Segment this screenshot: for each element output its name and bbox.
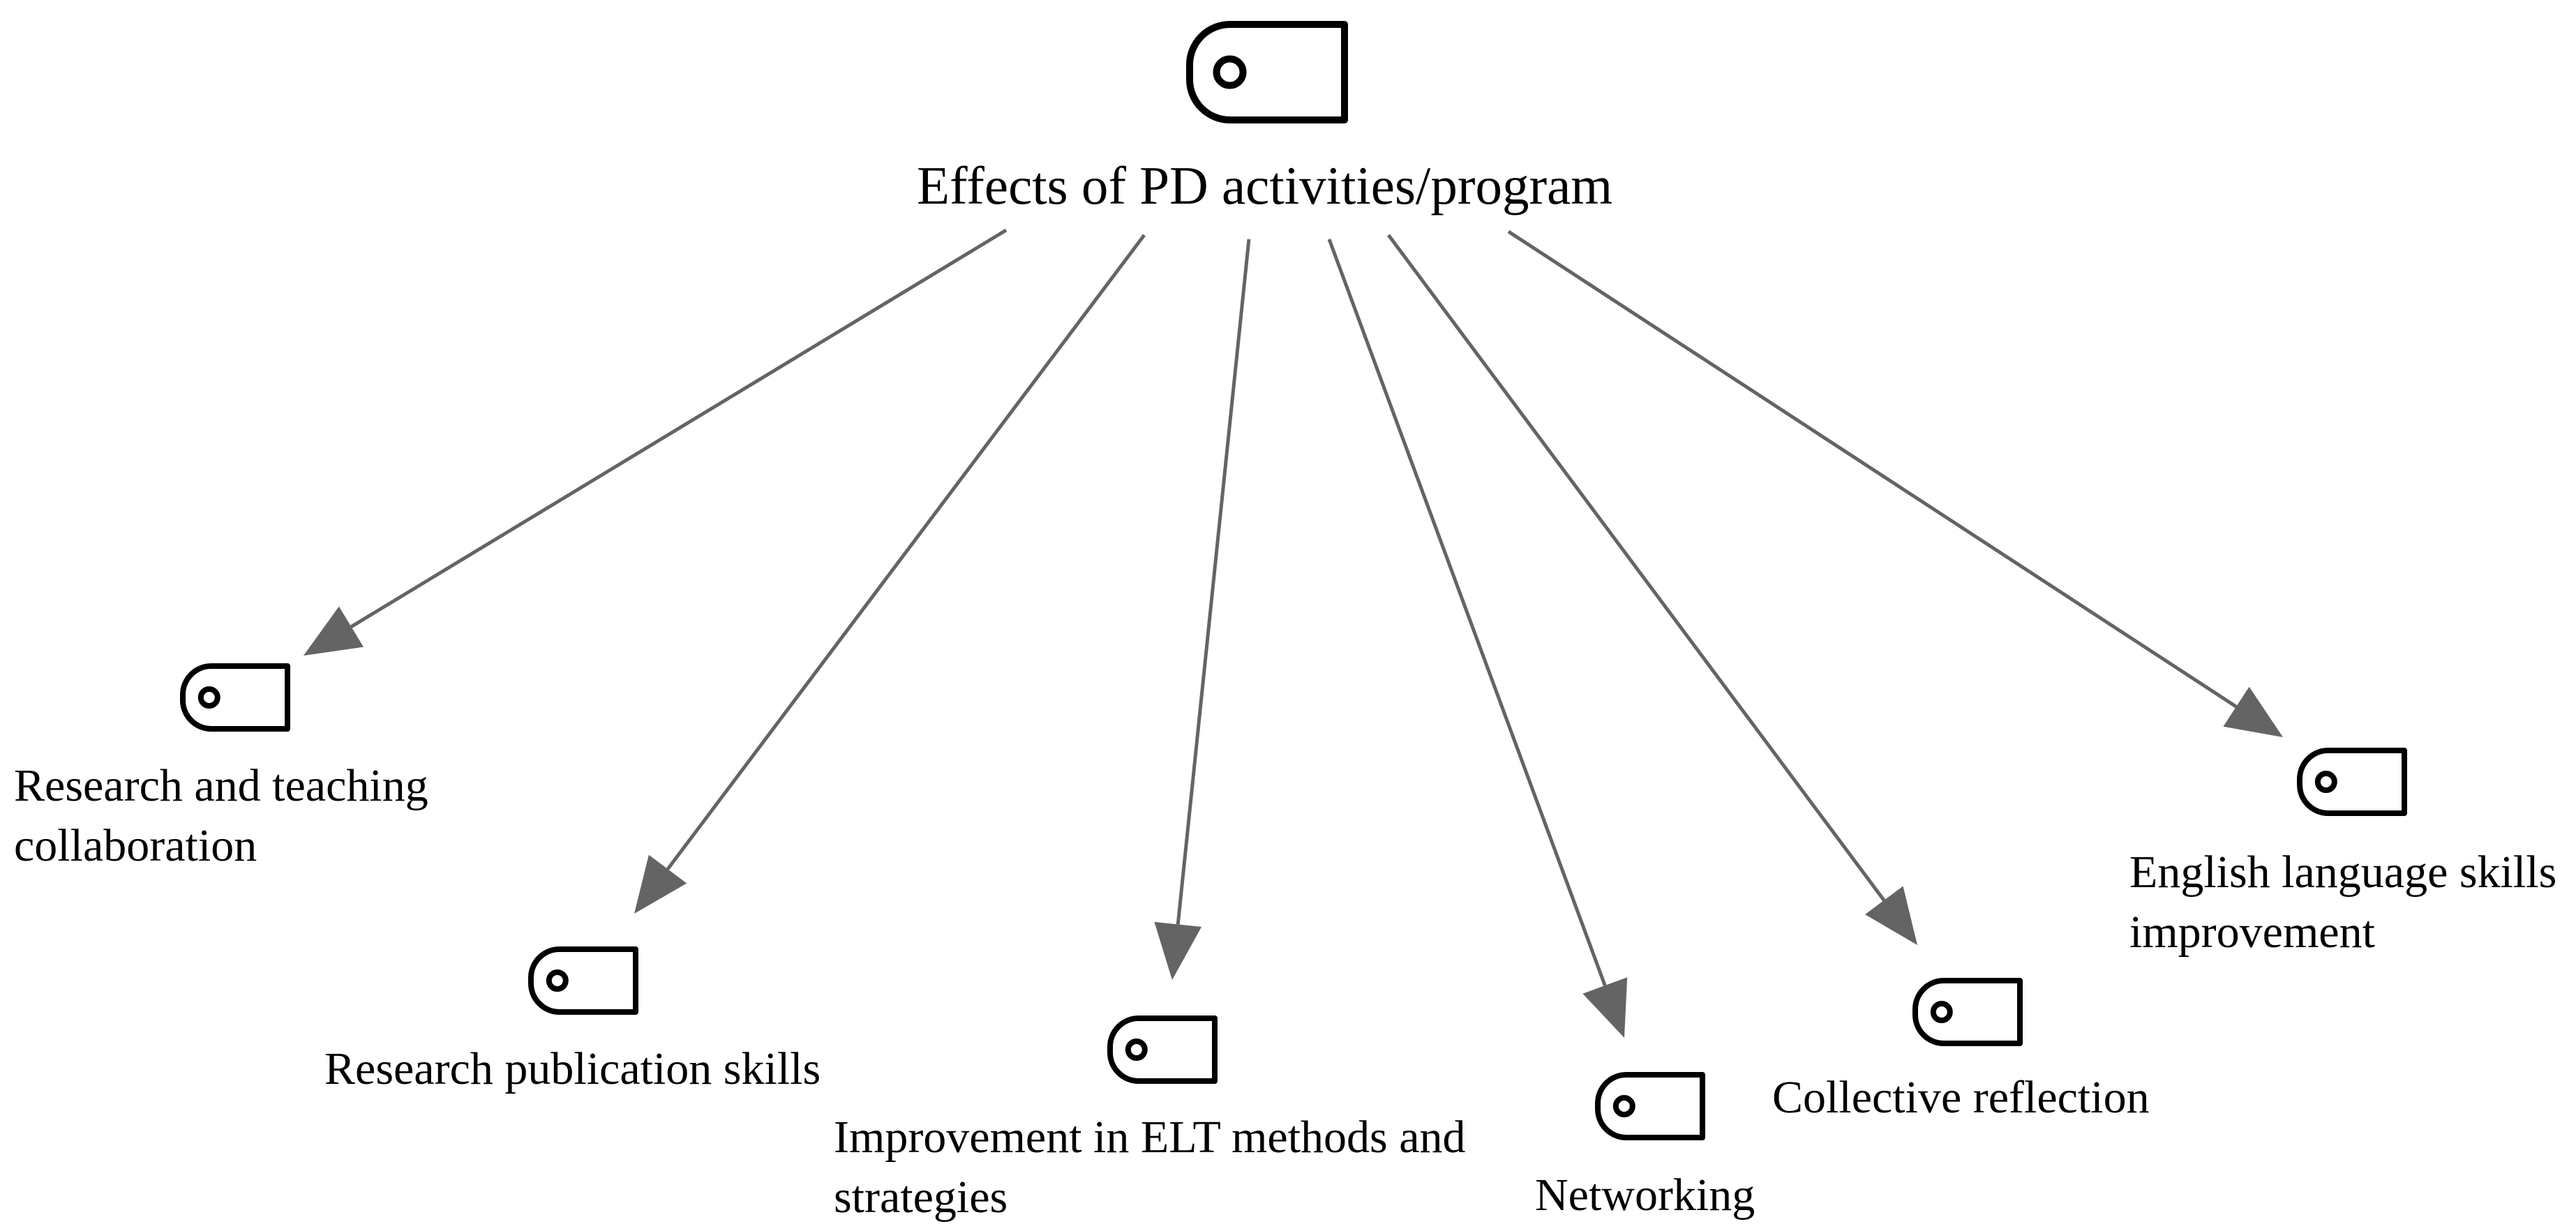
node-label-research-teaching-line-1: Research and teaching xyxy=(14,760,428,811)
code-tag-icon-outline xyxy=(1186,21,1348,123)
edge-to-networking-arrowhead xyxy=(1582,977,1628,1038)
code-tag-icon-dot xyxy=(1213,55,1247,89)
node-label-networking: Networking xyxy=(1535,1170,1755,1221)
edge-to-research-teaching xyxy=(350,228,1008,628)
code-tag-icon-outline xyxy=(2297,748,2407,816)
edge-to-research-teaching-arrowhead xyxy=(304,606,364,656)
code-tag-icon xyxy=(180,663,290,732)
code-tag-icon-outline xyxy=(1107,1015,1218,1084)
node-label-english-skills-line-1: English language skills xyxy=(2129,847,2556,898)
code-tag-icon-dot xyxy=(1930,1001,1953,1023)
code-tag-icon-outline xyxy=(1595,1072,1705,1140)
code-tag-icon xyxy=(1912,978,2023,1046)
node-label-collective-reflection: Collective reflection xyxy=(1772,1072,2150,1123)
code-tag-icon xyxy=(2297,748,2407,816)
node-label-research-publication: Research publication skills xyxy=(324,1043,821,1094)
code-tag-icon-dot xyxy=(197,686,220,709)
code-tag-icon-outline xyxy=(528,946,638,1015)
edge-to-elt-methods-arrowhead xyxy=(1154,921,1202,980)
edge-to-research-publication xyxy=(666,234,1146,870)
code-tag-icon xyxy=(1595,1072,1705,1140)
edge-to-networking xyxy=(1327,239,1607,986)
edge-to-collective-reflection-arrowhead xyxy=(1865,886,1917,945)
code-tag-icon-dot xyxy=(1125,1039,1148,1061)
edge-to-elt-methods xyxy=(1176,239,1251,925)
node-label-english-skills-line-2: improvement xyxy=(2129,907,2375,958)
edge-to-english-skills-arrowhead xyxy=(2223,686,2283,737)
code-tag-icon-dot xyxy=(1612,1095,1635,1117)
node-label-elt-methods-line-2: strategies xyxy=(834,1172,1008,1223)
code-tag-icon-dot xyxy=(546,969,569,992)
edge-to-research-publication-arrowhead xyxy=(634,854,687,914)
nodes-layer: Effects of PD activities/programResearch… xyxy=(14,21,2556,1223)
code-tag-icon xyxy=(1107,1015,1218,1084)
edges-layer xyxy=(304,228,2283,1038)
edge-to-english-skills xyxy=(1507,229,2238,709)
code-tag-icon-outline xyxy=(1912,978,2023,1046)
node-label-research-teaching-line-2: collaboration xyxy=(14,820,257,871)
code-tag-icon xyxy=(1186,21,1348,123)
code-tag-icon-outline xyxy=(180,663,290,732)
edge-to-collective-reflection xyxy=(1386,234,1886,902)
root-node-label: Effects of PD activities/program xyxy=(917,156,1612,216)
node-label-elt-methods-line-1: Improvement in ELT methods and xyxy=(834,1112,1466,1163)
code-tag-icon xyxy=(528,946,638,1015)
code-tag-icon-dot xyxy=(2314,771,2337,793)
